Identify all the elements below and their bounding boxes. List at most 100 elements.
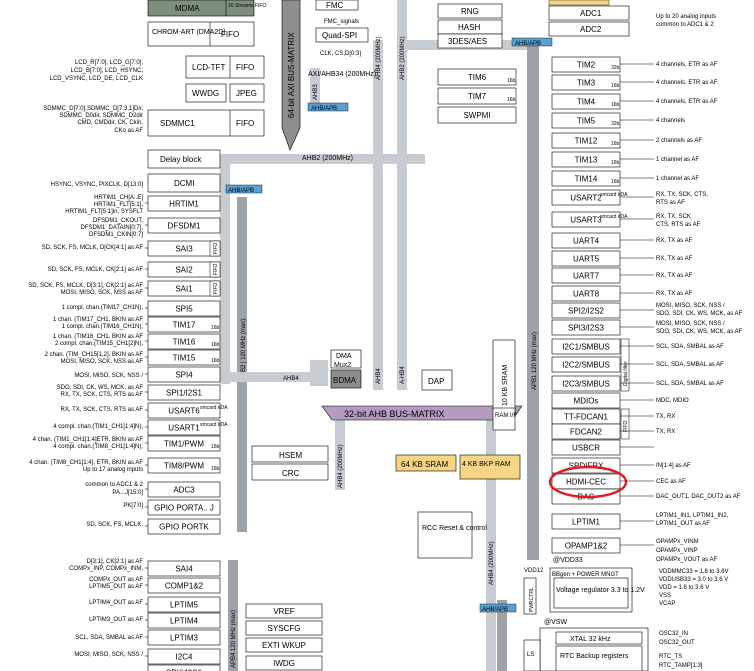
tim14-block-width-tag: 16b [611,179,620,185]
usart1-block-label: USART1 [168,424,200,433]
iwdg-block: IWDG [245,655,323,671]
ahb3-label: AHB3 [313,84,319,100]
left-signal-text: 1 chan. (TIM16_CH1, BKIN as AF [53,334,143,340]
vdd33-label: @VDD33 [553,557,583,564]
left-signal-text: SD, SCK, FS, MCLK, D[CK[4:1] as AF [42,245,144,251]
sai2-block-fifo-tag: FIFO [213,264,219,275]
tim2-block-width-tag: 32b [611,65,620,71]
left-signal-text: 1 chan. (TIM17_CH1, BKIN as AF [53,317,143,323]
right-signal-text: VCAP [659,601,675,607]
tim8-block-label: TIM8/PWM [164,462,204,471]
digital-filter-label: Digital filter [623,361,629,386]
i2c1-block: I2C1/SMBUS [551,338,621,355]
ttfdcan1-block-label: TT-FDCAN1 [564,413,609,422]
lptim5-block: LPTIM5 [147,596,221,613]
left-signal-text: DFSDM1_DATAIN[0:7], [81,225,144,231]
left-signal-text: SD, SCK, FS, MCLK, CK[2:1] as AF [48,267,144,273]
gpioa-block-label: GPIO PORTA.. J [154,504,214,513]
right-signal-text: RX, TX as AF [656,273,693,279]
left-signal-text: common to ADC1 & 2 [85,482,143,488]
bbgen-label: BBgen + POWER MNGT [552,572,619,578]
left-signal-text: RX, TX, SCK, CTS, RTS as AF [61,407,144,413]
right-signal-text: RTC_TAMP[1:3] [659,663,703,669]
tim7-block-width-tag: 16b [507,97,516,103]
ramif-label: RAM I/F [495,413,517,419]
usart3-block-smcard-tag: smcard irDA [600,214,628,220]
spi6-block-label: SPI6/I2S6 [166,669,203,671]
ahb-apb-tag-3-label: AHB/APB [515,41,541,47]
right-signal-text: Up to 20 analog inputs [656,14,716,20]
tim5-block-width-tag: 32b [611,121,620,127]
mdma-label: MDMA [175,4,200,13]
tim4-block-width-tag: 16b [611,102,620,108]
left-signal-text: SD, SCK, FS, MCLK, [86,522,143,528]
lptim4-block: LPTIM4 [147,612,221,629]
ahb-apb-tag-4 [479,603,517,613]
bdma-label: BDMA [333,376,357,385]
lptim5-block-label: LPTIM5 [170,601,199,610]
right-signal-text: OPAMPx_VINP [656,548,698,554]
syscfg-block-label: SYSCFG [268,624,301,633]
right-signal-text: RX, TX as AF [656,291,693,297]
left-signal-text: LCD_R[7:0], LCD_G[7:0], [75,60,143,66]
sai4-block-label: SAI4 [175,565,193,574]
left-signal-text: 1 compl. chan.(TIM16_CH1N), [62,324,144,330]
i2c3-block: I2C3/SMBUS [551,375,621,392]
vsw-label: @VSW [544,619,567,626]
dma-label: DMA [336,353,352,360]
sdmmc1-block: SDMMC1 FIFO [147,109,265,137]
hrtim1-block-label: HRTIM1 [169,200,199,209]
left-signal-text: CMD, CMDdir, CK, Ckin, [77,120,143,126]
tim8-block-width-tag: 16b [211,466,220,472]
ahb-apb-tag-3 [511,37,553,47]
usart1-block-smcard-tag: smcard irDA [200,422,228,428]
left-signal-text: LCD_VSYNC, LCD_DE, LCD_CLK [50,76,143,82]
right-signal-text: SDO, SDI, CK, WS, MCK, as AF [656,329,743,335]
usart3-block-label: USART3 [570,216,602,225]
aes-block: 3DES/AES [437,33,503,49]
ahb-apb-tag-2 [225,184,263,194]
vreg-block: BBgen + POWER MNGT Voltage regulator 3.3… [549,567,645,613]
fdcan-fifo-tag: FIFO [620,408,630,440]
usart6-block-smcard-tag: smcard irDA [200,405,228,411]
left-signal-text: 4 compl. chan.(TIM1_CH1[1:4]N), [53,424,143,430]
tim1-block-width-tag: 16b [211,444,220,450]
right-signal-text: MOSI, MISO, SCK, NSS / [656,321,725,327]
ls-label: LS [527,652,534,658]
ahb4-mid-label: AHB4 [376,368,382,384]
left-signal-text: HRTIM1_FLT[5:1]in, SYSFLT [65,209,143,215]
ahb-dma-tag [310,360,328,386]
tim15-block-label: TIM15 [173,354,196,363]
uart8-block-label: UART8 [573,290,600,299]
left-signal-text: 4 chan. (TIM8_CH1[1:4], ETR, BKIN as AF [29,460,143,466]
opamp-block-label: OPAMP1&2 [565,542,608,551]
left-signal-text: 2 chan. (TIM_CH15[1,2], BKIN as AF [45,352,144,358]
ahb4-bdma-label: AHB4 [283,376,299,382]
ahb-mid-vertical [397,0,407,390]
exti-block: EXTI WKUP [245,637,323,653]
tim15-block: TIM15 16b [147,349,221,366]
apb2-bus [237,197,247,532]
left-signal-text: MOSI, MISO, SCK, NSS / [74,652,143,658]
hash-label: HASH [458,23,480,32]
chromart-label: CHROM-ART (DMA2D) [152,29,226,36]
spi1-block-label: SPI1/I2S1 [166,389,203,398]
tim15-block-width-tag: 16b [211,358,220,364]
left-signal-text: LPTIM4_OUT as AF [89,600,143,606]
right-signal-text: IN[1:4] as AF [656,463,691,469]
ahb4-low-label: AHB4 (200MHz) [338,444,344,488]
hdmicec-block-label: HDMI-CEC [566,478,606,487]
delay-block: Delay block [147,149,221,169]
left-signal-text: LPTIM5_OUT as AF [89,584,143,590]
right-signal-text: VDDMMC33 = 1.8 to 3.6V [659,569,729,575]
rcc-block: RCC Reset & control [417,511,487,559]
lptim1-block-label: LPTIM1 [572,518,601,527]
right-signal-text: 4 channels [656,118,685,124]
